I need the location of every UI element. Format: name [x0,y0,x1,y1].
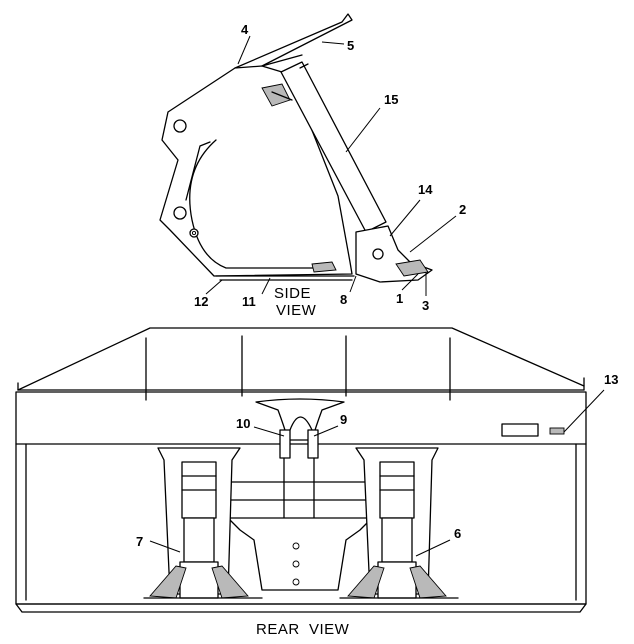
rear-view-leaders [149,389,605,557]
callout-15: 15 [384,92,398,107]
callout-5: 5 [347,38,354,53]
callout-2: 2 [459,202,466,217]
callout-10: 10 [236,416,250,431]
side-view-caption-line2: VIEW [276,302,317,319]
callout-13: 13 [604,372,618,387]
callout-14: 14 [418,182,433,197]
callout-11: 11 [242,294,256,309]
callout-12: 12 [194,294,208,309]
callout-7: 7 [136,534,143,549]
callout-8: 8 [340,292,347,307]
side-view-leaders [205,35,457,296]
callout-4: 4 [241,22,249,37]
rear-view-drawing [15,327,587,613]
side-view-drawing [159,13,433,283]
callout-1: 1 [396,291,403,306]
callout-3: 3 [422,298,429,313]
callout-6: 6 [454,526,461,541]
rear-view-caption: REAR VIEW [256,621,350,638]
side-view-caption-line1: SIDE [274,285,311,302]
callout-9: 9 [340,412,347,427]
